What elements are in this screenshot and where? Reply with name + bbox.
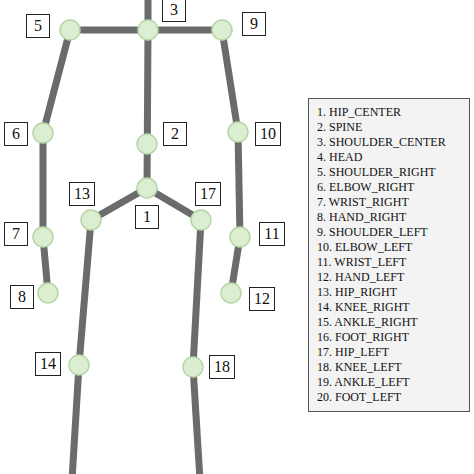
callout-number: 1 (143, 209, 151, 225)
legend-entry: 5. SHOULDER_RIGHT (317, 165, 461, 180)
callout-number: 3 (170, 2, 178, 18)
legend-entry: 6. ELBOW_RIGHT (317, 180, 461, 195)
callout-box: 9 (242, 12, 266, 36)
joint-dot (81, 210, 101, 230)
legend-entry: 11. WRIST_LEFT (317, 255, 461, 270)
joint-dot (191, 210, 211, 230)
callout-number: 7 (12, 226, 20, 242)
upper-arm-bone (222, 30, 238, 132)
callout-box: 18 (209, 355, 235, 379)
callout-number: 12 (254, 291, 270, 307)
legend-entry: 14. KNEE_RIGHT (317, 300, 461, 315)
legend-entry: 12. HAND_LEFT (317, 270, 461, 285)
joint-dot (230, 227, 250, 247)
shin-bone (193, 367, 200, 474)
callout-box: 17 (195, 182, 221, 206)
spine-bone (147, 30, 148, 188)
legend-entry: 8. HAND_RIGHT (317, 210, 461, 225)
joint-dot (221, 283, 241, 303)
forearm-bone (40, 133, 47, 237)
callout-box: 13 (69, 182, 95, 206)
callout-box: 7 (4, 222, 28, 246)
legend-entry: 13. HIP_RIGHT (317, 285, 461, 300)
legend-entry: 3. SHOULDER_CENTER (317, 135, 461, 150)
legend-entry: 15. ANKLE_RIGHT (317, 315, 461, 330)
joint-dot (33, 123, 53, 143)
callout-number: 2 (171, 126, 179, 142)
joint-dot (33, 227, 53, 247)
callout-number: 14 (40, 356, 56, 372)
joint-dot (137, 134, 157, 154)
callout-box: 5 (26, 14, 50, 38)
callout-box: 14 (35, 352, 61, 376)
callout-box: 11 (259, 222, 285, 246)
callout-box: 8 (10, 285, 34, 309)
joint-dot (138, 20, 158, 40)
callout-number: 8 (18, 289, 26, 305)
callout-box: 3 (162, 0, 186, 22)
legend-entry: 20. FOOT_LEFT (317, 390, 461, 405)
legend-entry: 2. SPINE (317, 120, 461, 135)
joints (33, 20, 250, 377)
joint-dot (228, 122, 248, 142)
joint-dot (137, 178, 157, 198)
thigh-bone (79, 220, 91, 365)
callout-number: 18 (214, 359, 230, 375)
joint-dot (183, 357, 203, 377)
thigh-bone (193, 220, 201, 367)
legend-entry: 7. WRIST_RIGHT (317, 195, 461, 210)
callout-number: 13 (74, 186, 90, 202)
bones (43, 0, 240, 474)
legend-panel: 1. HIP_CENTER2. SPINE3. SHOULDER_CENTER4… (308, 98, 470, 412)
legend-entry: 10. ELBOW_LEFT (317, 240, 461, 255)
callout-box: 2 (163, 122, 187, 146)
shin-bone (72, 365, 79, 474)
legend-entry: 17. HIP_LEFT (317, 345, 461, 360)
legend-entry: 18. KNEE_LEFT (317, 360, 461, 375)
callout-number: 5 (34, 18, 42, 34)
legend-entry: 19. ANKLE_LEFT (317, 375, 461, 390)
joint-dot (38, 283, 58, 303)
legend-entry: 9. SHOULDER_LEFT (317, 225, 461, 240)
joint-dot (69, 355, 89, 375)
upper-arm-bone (43, 30, 70, 133)
callout-box: 12 (249, 287, 275, 311)
legend-entry: 4. HEAD (317, 150, 461, 165)
callout-number: 6 (12, 126, 20, 142)
joint-dot (60, 20, 80, 40)
callout-number: 17 (200, 186, 216, 202)
callout-box: 6 (4, 122, 28, 146)
callout-box: 1 (135, 205, 159, 229)
legend-entry: 16. FOOT_RIGHT (317, 330, 461, 345)
callout-number: 10 (260, 126, 276, 142)
callout-number: 11 (264, 226, 279, 242)
forearm-bone (238, 132, 240, 237)
callout-box: 10 (255, 122, 281, 146)
callout-number: 9 (250, 16, 258, 32)
legend-entry: 1. HIP_CENTER (317, 105, 461, 120)
joint-dot (212, 20, 232, 40)
